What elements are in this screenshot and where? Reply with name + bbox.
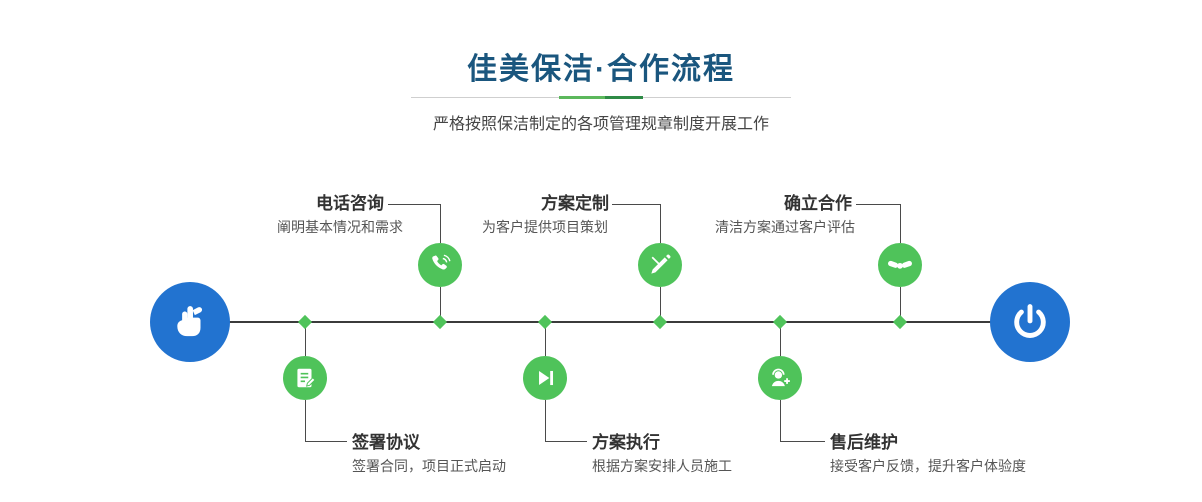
- phone-icon: [427, 252, 453, 278]
- connector: [545, 441, 587, 442]
- step-desc-design: 为客户提供项目策划: [482, 219, 608, 235]
- step-desc-execute: 根据方案安排人员施工: [592, 458, 732, 474]
- step-desc-contract: 签署合同，项目正式启动: [352, 458, 506, 474]
- connector: [612, 204, 660, 205]
- connector: [660, 287, 661, 322]
- step-node-design: [638, 243, 682, 287]
- timeline-marker: [652, 314, 668, 330]
- connector: [305, 400, 306, 441]
- connector: [780, 441, 825, 442]
- step-node-execute: [523, 356, 567, 400]
- step-desc-phone: 阐明基本情况和需求: [277, 219, 403, 235]
- step-title-phone: 电话咨询: [316, 194, 384, 213]
- connector: [900, 204, 901, 243]
- power-icon: [1009, 301, 1051, 343]
- connector: [545, 400, 546, 441]
- timeline-start-node: [150, 282, 230, 362]
- title-divider: [411, 96, 791, 99]
- connector: [856, 204, 900, 205]
- step-title-cooperate: 确立合作: [784, 194, 852, 213]
- connector: [388, 204, 440, 205]
- connector: [305, 322, 306, 356]
- handshake-icon: [887, 252, 913, 278]
- page-subtitle: 严格按照保洁制定的各项管理规章制度开展工作: [432, 116, 769, 133]
- connector: [305, 441, 347, 442]
- hand-pointer-icon: [169, 301, 211, 343]
- step-title-design: 方案定制: [541, 194, 609, 213]
- timeline-marker: [537, 314, 553, 330]
- connector: [780, 322, 781, 356]
- headset-support-icon: [767, 365, 793, 391]
- step-desc-aftersale: 接受客户反馈，提升客户体验度: [830, 458, 1026, 474]
- step-title-contract: 签署协议: [352, 433, 420, 452]
- timeline-end-node: [990, 282, 1070, 362]
- title-divider-accent: [559, 96, 643, 99]
- step-title-execute: 方案执行: [592, 433, 660, 452]
- step-node-aftersale: [758, 356, 802, 400]
- contract-icon: [292, 365, 318, 391]
- timeline-marker: [297, 314, 313, 330]
- timeline-marker: [432, 314, 448, 330]
- page-title: 佳美保洁·合作流程: [467, 53, 735, 86]
- step-node-contract: [283, 356, 327, 400]
- timeline-line: [190, 321, 1030, 323]
- connector: [440, 204, 441, 243]
- connector: [440, 287, 441, 322]
- connector: [660, 204, 661, 243]
- step-node-handshake: [878, 243, 922, 287]
- timeline-marker: [892, 314, 908, 330]
- play-execute-icon: [532, 365, 558, 391]
- step-desc-cooperate: 清洁方案通过客户评估: [715, 219, 855, 235]
- step-node-phone: [418, 243, 462, 287]
- timeline-marker: [772, 314, 788, 330]
- connector: [900, 287, 901, 322]
- connector: [780, 400, 781, 441]
- connector: [545, 322, 546, 356]
- design-pencil-icon: [647, 252, 673, 278]
- step-title-aftersale: 售后维护: [830, 433, 898, 452]
